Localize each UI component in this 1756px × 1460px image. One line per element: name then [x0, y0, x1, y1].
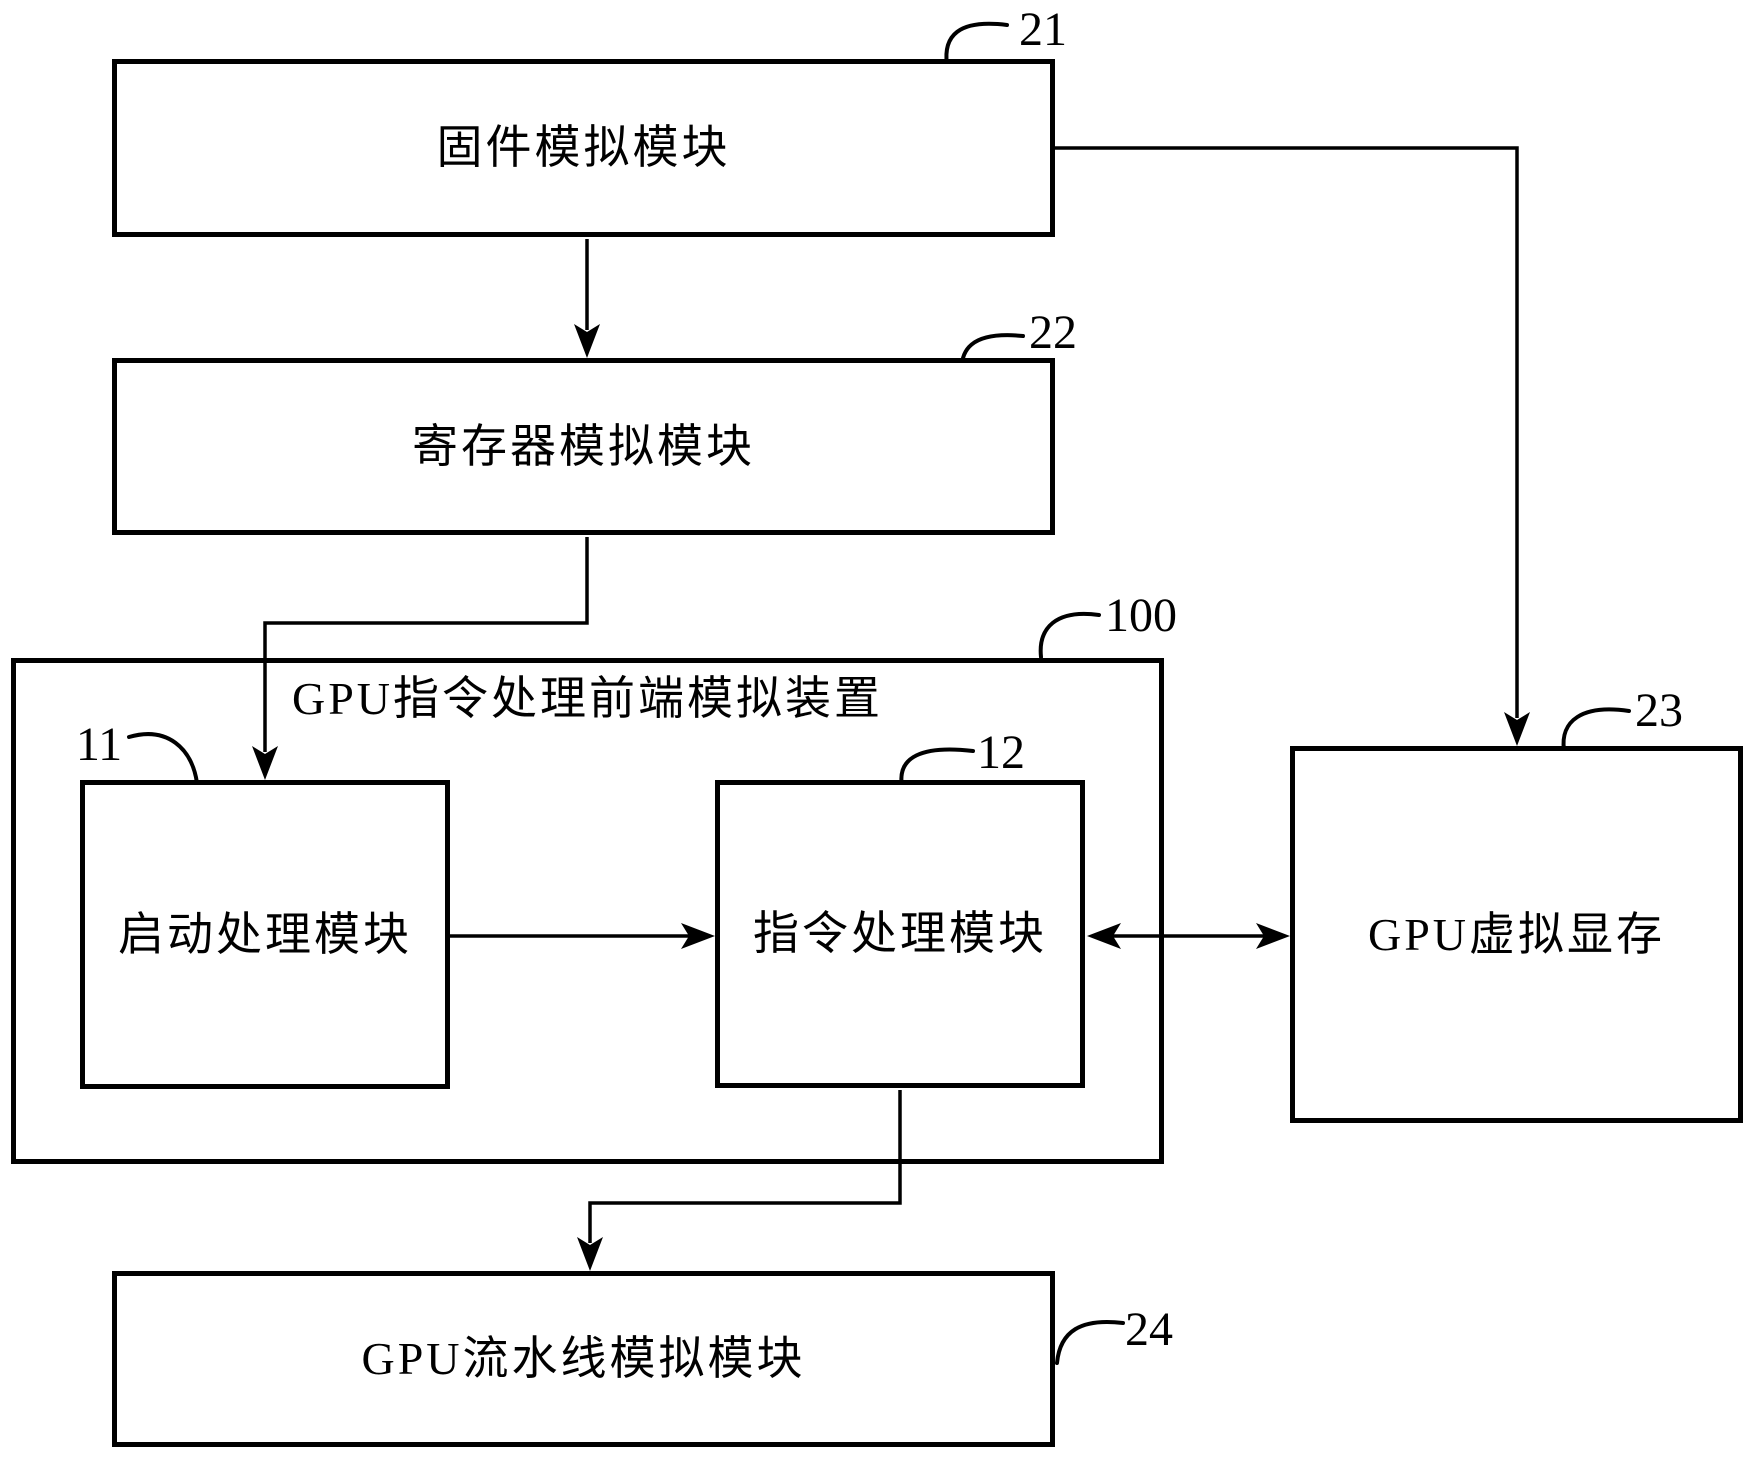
ref-label-frontend-device: 100 — [1105, 589, 1177, 642]
arrow-instruction-to-pipeline-line — [588, 1090, 902, 1243]
leader-ref-12 — [899, 747, 975, 788]
arrowhead-down-into-pipeline — [577, 1237, 603, 1271]
box-frontend-device-label: GPU指令处理前端模拟装置 — [291, 673, 884, 724]
leader-ref-100 — [1038, 611, 1101, 659]
box-boot: 启动处理模块 — [80, 780, 450, 1089]
arrow-firmware-to-vram-line — [1055, 146, 1519, 718]
box-register-label: 寄存器模拟模块 — [412, 420, 755, 472]
ref-label-pipeline: 24 — [1125, 1303, 1173, 1356]
arrow-register-to-boot-line — [263, 537, 589, 752]
box-register: 寄存器模拟模块 — [112, 358, 1055, 535]
box-instruction-label: 指令处理模块 — [753, 908, 1047, 959]
leader-ref-11 — [127, 732, 199, 785]
box-vram-label: GPU虚拟显存 — [1367, 908, 1666, 960]
box-vram: GPU虚拟显存 — [1290, 746, 1743, 1123]
box-pipeline-label: GPU流水线模拟模块 — [361, 1333, 806, 1384]
arrowhead-down-into-vram — [1504, 712, 1530, 746]
arrowhead-down-into-register — [574, 324, 600, 358]
leader-ref-23 — [1561, 707, 1631, 752]
ref-label-firmware: 21 — [1019, 3, 1067, 56]
box-instruction: 指令处理模块 — [715, 780, 1085, 1088]
arrowhead-left-into-instruction — [1087, 923, 1121, 949]
box-firmware: 固件模拟模块 — [112, 59, 1055, 237]
leader-ref-21 — [944, 21, 1009, 67]
ref-label-register: 22 — [1029, 306, 1077, 359]
arrowhead-right-into-vram — [1256, 923, 1290, 949]
box-boot-label: 启动处理模块 — [118, 908, 412, 960]
ref-label-boot: 11 — [75, 718, 123, 771]
box-frontend-device — [11, 658, 1164, 1164]
ref-label-vram: 23 — [1635, 684, 1683, 737]
ref-label-instruction: 12 — [977, 726, 1025, 779]
box-firmware-label: 固件模拟模块 — [436, 122, 731, 173]
box-pipeline: GPU流水线模拟模块 — [112, 1271, 1055, 1447]
arrowhead-right-into-instruction — [681, 923, 715, 949]
arrowhead-down-into-boot — [252, 746, 278, 780]
leader-ref-24 — [1055, 1320, 1125, 1365]
